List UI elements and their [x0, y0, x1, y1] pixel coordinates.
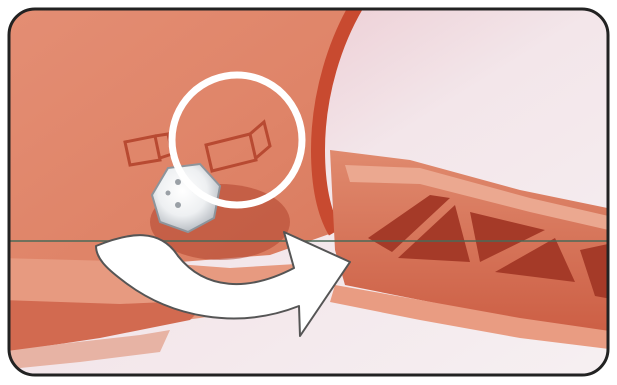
- scene: [0, 0, 617, 385]
- illustration-svg: [0, 0, 617, 385]
- illustration-frame: [0, 0, 617, 385]
